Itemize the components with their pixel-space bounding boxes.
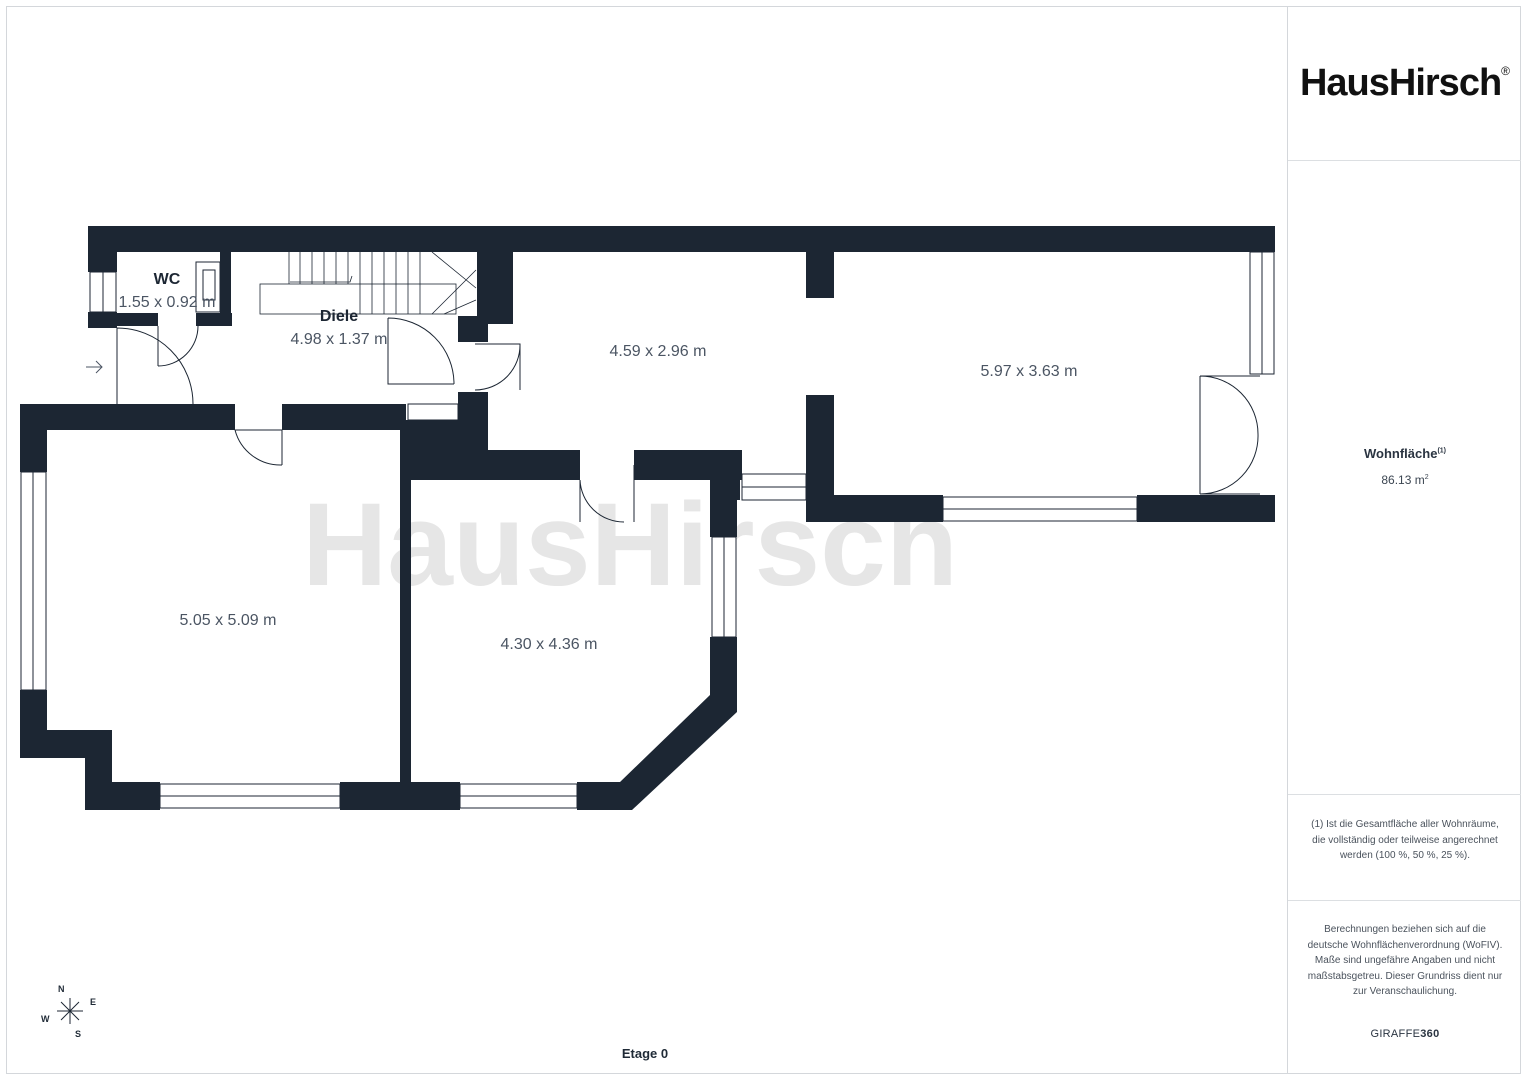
wall-left-top — [282, 404, 406, 430]
wall-wc-bottom — [88, 313, 158, 326]
wall-left-top — [20, 404, 235, 430]
wall-core — [710, 450, 740, 500]
disclaimer-text: Berechnungen beziehen sich auf die deuts… — [1307, 924, 1503, 997]
living-area-value: 86.13 m2 — [1381, 473, 1429, 487]
entrance-arrow-icon — [86, 360, 103, 374]
room-dims-b: 5.97 x 3.63 m — [981, 363, 1078, 380]
wall-d-diagonal — [620, 695, 737, 810]
walls — [20, 226, 1275, 810]
area-footnote: (1) Ist die Gesamtfläche aller Wohnräume… — [1311, 819, 1499, 861]
stair-arrow — [290, 275, 353, 283]
living-area-label: Wohnfläche(1) — [1364, 446, 1446, 461]
room-dims-wc: 1.55 x 0.92 m — [119, 294, 216, 311]
door-entrance — [116, 327, 194, 405]
compass-icon — [57, 998, 83, 1024]
sheet-frame — [6, 6, 1521, 1074]
panel-divider — [1288, 794, 1521, 795]
wall-pillar — [806, 252, 834, 298]
wall-right-bottom — [806, 495, 943, 522]
panel-divider — [1288, 160, 1521, 161]
door-room-d — [579, 465, 635, 523]
room-dims-a: 4.59 x 2.96 m — [610, 343, 707, 360]
door-hall — [474, 343, 521, 391]
wall-right-bottom — [1137, 495, 1275, 522]
wall-wc-right — [220, 252, 231, 314]
compass-south: S — [75, 1029, 82, 1039]
info-panel — [1287, 6, 1521, 1074]
wc-fixture — [195, 261, 221, 313]
credit-label: GIRAFFE360 — [1370, 1028, 1440, 1040]
wall-wc-left — [88, 226, 117, 272]
brand-logo: HausHirsch® — [1299, 62, 1511, 104]
room-name-diele: Diele — [320, 308, 358, 325]
wall-d-right — [710, 500, 737, 537]
floor-label: Etage 0 — [621, 1046, 669, 1061]
compass-west: W — [41, 1014, 50, 1024]
door-wc — [157, 325, 199, 367]
staircase — [259, 251, 477, 315]
room-dims-d: 4.30 x 4.36 m — [501, 636, 598, 653]
wall-bottom — [340, 782, 460, 810]
wall-bottom — [85, 782, 160, 810]
door-left-room — [234, 429, 283, 466]
compass-north: N — [58, 984, 65, 994]
compass-east: E — [90, 997, 97, 1007]
doors — [116, 317, 1260, 523]
door-diele — [387, 317, 455, 385]
wall-core — [400, 450, 580, 480]
room-name-wc: WC — [154, 271, 181, 288]
wall-stair — [458, 316, 488, 342]
window-lines — [32, 252, 1263, 797]
wall-stair — [477, 252, 513, 324]
wall-top — [88, 226, 1275, 252]
room-labels: WC 1.55 x 0.92 m Diele 4.98 x 1.37 m 4.5… — [119, 271, 1078, 653]
room-dims-c: 5.05 x 5.09 m — [180, 612, 277, 629]
room-dims-diele: 4.98 x 1.37 m — [291, 331, 388, 348]
panel-divider — [1288, 900, 1521, 901]
wall-left — [20, 404, 47, 472]
wall-d-right — [710, 637, 737, 705]
window — [407, 403, 459, 421]
wall-divider — [400, 430, 411, 782]
wall-wc-bottom — [196, 313, 232, 326]
door-terrace — [1199, 375, 1260, 495]
